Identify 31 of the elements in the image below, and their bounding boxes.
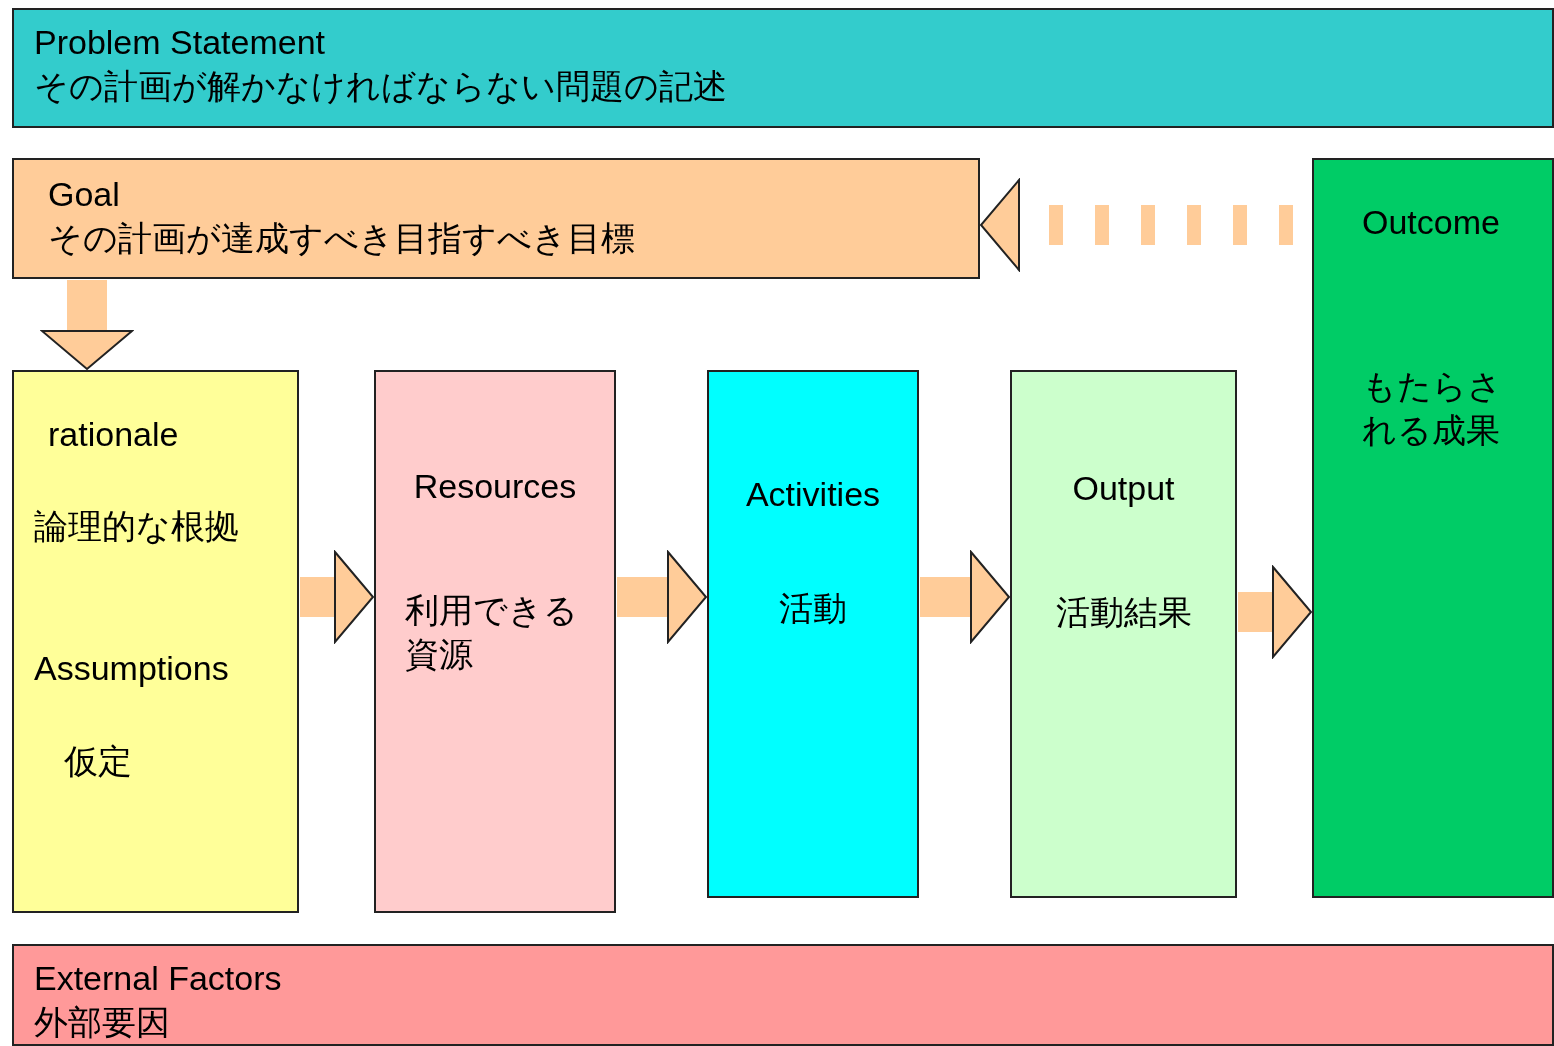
box-text: もたらされる成果 [1362,366,1503,452]
box-text: 利用できる資源 [405,590,579,676]
box-text: 論理的な根拠 [34,506,239,548]
box-heading: External Factors [34,958,282,999]
output-box [1010,370,1237,898]
box-heading: Output [1072,468,1175,509]
box-text: 活動結果 [1055,592,1192,634]
rationale-box [12,370,299,913]
block-arrow [617,551,707,643]
box-text: Assumptions [34,648,229,690]
box-heading: Problem Statement [34,22,326,63]
box-heading: Resources [413,466,577,507]
external-factors-box [12,944,1554,1046]
box-text: 活動 [779,588,847,630]
box-heading: rationale [48,414,179,455]
box-heading: Outcome [1362,202,1500,243]
block-arrow [41,280,133,370]
box-heading: Activities [745,474,881,515]
box-text: その計画が解かなければならない問題の記述 [34,66,727,108]
box-text: その計画が達成すべき目指すべき目標 [48,218,635,260]
block-arrow [300,551,374,643]
outcome-box [1312,158,1554,898]
block-arrow [920,551,1010,643]
activities-box [707,370,919,898]
box-text: 外部要因 [34,1002,170,1044]
resources-box [374,370,616,913]
problem-statement-box [12,8,1554,128]
block-arrow [1238,566,1312,658]
box-heading: Goal [48,174,120,215]
box-text: 仮定 [64,740,132,782]
goal-box [12,158,980,279]
